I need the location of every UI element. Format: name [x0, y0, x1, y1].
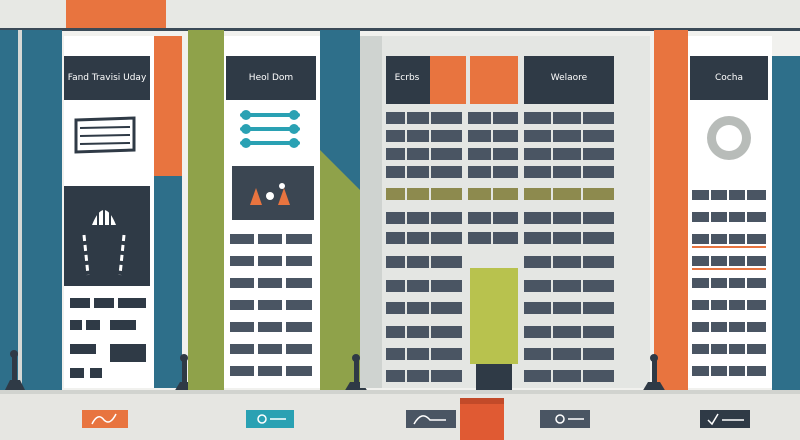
- top-orange-block: [66, 0, 166, 28]
- panel-2-label: Heol Dom: [249, 73, 293, 83]
- panel-2-dark: [232, 166, 314, 220]
- lamp-post-4: [642, 354, 666, 392]
- panel-4-label: Welaore: [551, 73, 588, 83]
- building-4-accent-lines: [692, 246, 766, 270]
- building-1-orange-side: [154, 36, 182, 176]
- building-4-dividers: [709, 188, 747, 380]
- panel-2-header: [226, 56, 316, 100]
- wave-icon: [91, 413, 117, 425]
- lamp-post-1: [4, 350, 26, 392]
- olive-pillar: [188, 30, 224, 390]
- shell-icon: [82, 204, 126, 276]
- wave-icon: [413, 415, 446, 425]
- scroll-icon: [74, 116, 136, 154]
- wave-icon: [257, 414, 267, 424]
- panel-3-label: Ecrbs: [395, 73, 420, 83]
- left-edge-pillar: [0, 30, 18, 390]
- panel-5-header: [690, 56, 768, 100]
- building-3-shade: [360, 36, 382, 388]
- panel-3-orange: [430, 56, 466, 104]
- sign-1: [82, 410, 128, 428]
- ring-icon: [707, 116, 751, 160]
- sign-3: [406, 410, 456, 428]
- top-beam: [0, 28, 800, 31]
- panel-1-header: [64, 56, 150, 100]
- curb: [0, 390, 800, 394]
- entrance-step: [476, 364, 512, 392]
- sign-4: [540, 410, 590, 428]
- flame-icon: [250, 183, 290, 205]
- building-3: Ecrbs Welaore: [360, 36, 650, 392]
- left-pillar-gap: [18, 30, 22, 390]
- wave-icon: [555, 414, 565, 424]
- building-1: Fand Travisi Uday: [64, 36, 182, 388]
- panel-3b-orange: [470, 56, 518, 104]
- trash-bin: [460, 398, 504, 440]
- right-edge-pillar: [772, 56, 800, 390]
- slider-icon: [240, 110, 300, 148]
- panel-4-header: [524, 56, 614, 104]
- panel-1-dark: [64, 186, 150, 286]
- panel-1-label: Fand Travisi Uday: [68, 73, 147, 83]
- olive-diagonal: [320, 150, 360, 390]
- ground: [0, 390, 800, 440]
- sign-2: [246, 410, 294, 428]
- sign-5: [700, 410, 750, 428]
- panel-5-label: Cocha: [715, 73, 743, 83]
- entrance-door: [470, 268, 518, 364]
- building-4: Cocha: [688, 36, 772, 388]
- orange-pillar-right: [654, 30, 688, 390]
- left-pillar: [22, 30, 62, 390]
- window-dividers: [405, 110, 583, 384]
- building-1-windows: [70, 298, 146, 378]
- check-icon: [707, 413, 719, 426]
- building-2: Heol Dom: [224, 36, 320, 388]
- building-2-windows: [230, 234, 312, 376]
